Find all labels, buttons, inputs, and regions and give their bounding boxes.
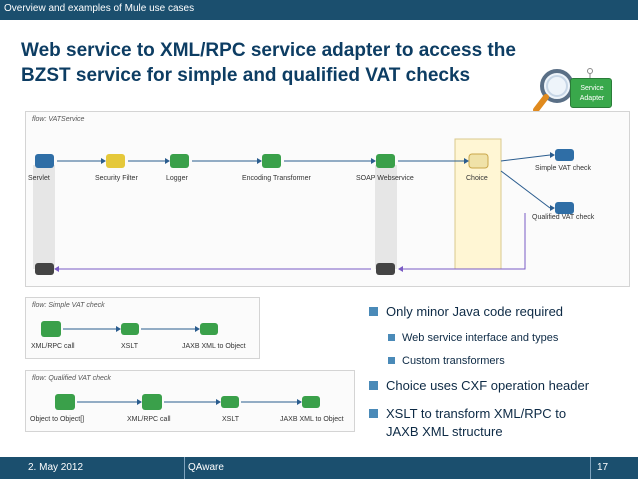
bullet-item: Only minor Java code required [386, 304, 564, 319]
header-bar: Overview and examples of Mule use cases [0, 0, 638, 20]
service-adapter-line2: Adapter [579, 95, 605, 102]
node-xslt: XSLT [121, 343, 138, 350]
flow-qualified-title: flow: Qualified VAT check [32, 375, 111, 382]
return-path [59, 213, 526, 270]
flow-simple-diagram [41, 321, 218, 337]
bullet-subitem: Web service interface and types [402, 332, 559, 344]
arrow-heads [101, 152, 555, 211]
footer-divider [184, 457, 185, 479]
jaxb-node-icon [200, 323, 218, 335]
service-adapter-badge: Service Adapter [564, 68, 612, 110]
soap-webservice-node-icon [376, 154, 395, 168]
bullet-marker [369, 381, 378, 390]
logger-node-icon [170, 154, 189, 168]
xslt-node-icon [121, 323, 139, 335]
node-encoding-transformer: Encoding Transformer [242, 175, 311, 182]
simple-vat-node-icon [555, 149, 574, 161]
node-security-filter: Security Filter [95, 175, 138, 182]
flow-simple-title: flow: Simple VAT check [32, 302, 105, 309]
bullet-subitem: Custom transformers [402, 355, 505, 367]
footer-divider [590, 457, 591, 479]
node-xmlrpc-call: XML/RPC call [31, 343, 75, 350]
node-object-to-object: Object to Object[] [30, 416, 85, 423]
return-arrow-heads [54, 266, 403, 272]
qualified-vat-node-icon [555, 202, 574, 214]
node-simple-vat-check: Simple VAT check [535, 165, 592, 172]
node-xslt-2: XSLT [222, 416, 239, 423]
choice-node-icon [468, 153, 489, 169]
forward-arrows [57, 154, 551, 209]
flow-qualified-diagram [55, 394, 320, 410]
bullet-item-continued: JAXB XML structure [386, 424, 503, 439]
node-jaxb-2: JAXB XML to Object [280, 416, 344, 423]
jaxb-node-icon-2 [302, 396, 320, 408]
section-title: Overview and examples of Mule use cases [4, 3, 195, 14]
footer-company: QAware [188, 462, 224, 473]
slide-title: Web service to XML/RPC service adapter t… [21, 38, 581, 88]
node-jaxb: JAXB XML to Object [182, 343, 246, 350]
node-servlet: Servlet [28, 175, 50, 182]
bullet-marker [369, 409, 378, 418]
node-soap-webservice: SOAP Webservice [356, 175, 414, 182]
java-node-icon [55, 394, 75, 410]
bullet-marker [388, 357, 395, 364]
flow-simple-panel: flow: Simple VAT check [25, 297, 260, 359]
security-filter-node-icon [106, 154, 125, 168]
footer-page-number: 17 [597, 462, 609, 473]
xmlrpc-node-icon [41, 321, 61, 337]
servlet-return-icon [35, 263, 54, 275]
footer-date: 2. May 2012 [28, 462, 84, 473]
footer-bar: 2. May 2012 QAware 17 [0, 457, 638, 479]
flow-vatservice-panel: flow: VATService [25, 111, 630, 287]
node-xmlrpc-call-2: XML/RPC call [127, 416, 171, 423]
flow-vatservice-diagram [33, 138, 574, 275]
slide-title-line2: BZST service for simple and qualified VA… [21, 65, 471, 86]
service-adapter-line1: Service [580, 85, 604, 92]
servlet-lane [33, 165, 55, 269]
bullet-item: Choice uses CXF operation header [386, 378, 590, 393]
service-adapter-box: Service Adapter [570, 78, 612, 108]
flow-vatservice-title: flow: VATService [32, 116, 85, 123]
encoding-transformer-node-icon [262, 154, 281, 168]
slide-title-line1: Web service to XML/RPC service adapter t… [21, 40, 516, 61]
node-qualified-vat-check: Qualified VAT check [532, 214, 595, 221]
bullet-marker [369, 307, 378, 316]
servlet-node-icon [35, 154, 54, 168]
soap-return-icon [376, 263, 395, 275]
node-logger: Logger [166, 175, 188, 182]
node-choice: Choice [466, 175, 488, 182]
soap-lane [375, 165, 397, 269]
xslt-node-icon-2 [221, 396, 239, 408]
bzst-node-icon [142, 394, 162, 410]
bullet-item: XSLT to transform XML/RPC to [386, 406, 567, 421]
bullet-marker [388, 334, 395, 341]
